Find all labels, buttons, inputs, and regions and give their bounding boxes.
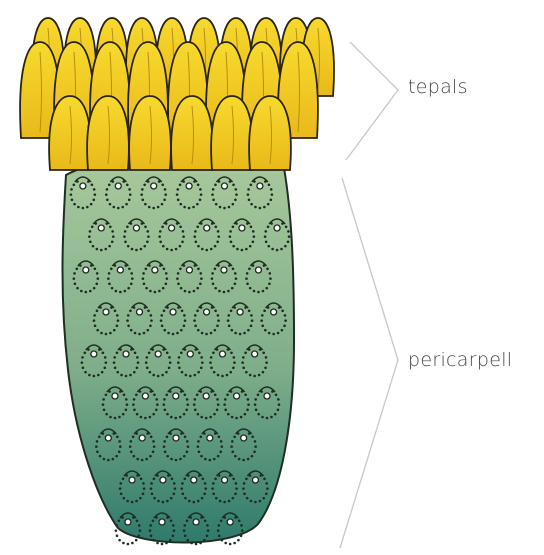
pericarpell-label: pericarpell bbox=[408, 349, 512, 371]
tepals-bracket bbox=[346, 42, 398, 160]
tepals-group bbox=[20, 18, 334, 170]
tepals-label: tepals bbox=[408, 76, 468, 98]
pericarpell-bracket bbox=[340, 178, 398, 548]
